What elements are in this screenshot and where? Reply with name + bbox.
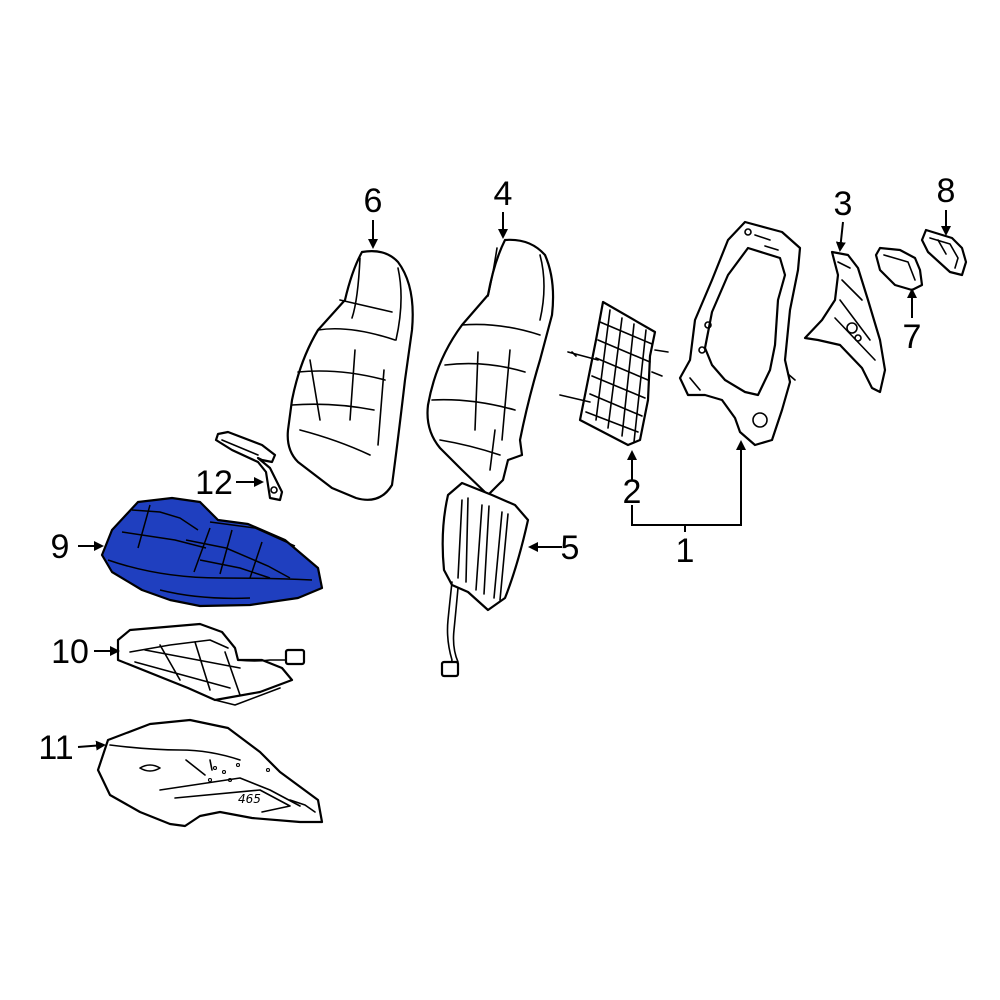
callout-1[interactable]: 1: [676, 532, 695, 570]
part-5-back-heater[interactable]: [440, 481, 530, 678]
part-10-seat-heater[interactable]: [116, 622, 306, 706]
callout-6[interactable]: 6: [364, 182, 383, 220]
callout-4[interactable]: 4: [494, 175, 513, 213]
leader-1: [631, 440, 746, 526]
part-6-seat-back-cover[interactable]: [286, 250, 414, 501]
callout-2[interactable]: 2: [623, 473, 642, 511]
part-3-side-shield[interactable]: [803, 250, 887, 394]
part-1-seat-back-frame[interactable]: [678, 220, 802, 447]
part-11-seat-base[interactable]: 465: [96, 718, 324, 828]
callout-9[interactable]: 9: [51, 528, 70, 566]
cushion-stamp: 465: [238, 792, 261, 806]
callout-11[interactable]: 11: [38, 729, 73, 767]
part-2-lumbar-support[interactable]: [559, 300, 669, 447]
callout-12[interactable]: 12: [195, 464, 233, 502]
callout-7[interactable]: 7: [903, 318, 922, 356]
callout-8[interactable]: 8: [937, 172, 956, 210]
leader-11: [77, 740, 106, 751]
callout-5[interactable]: 5: [561, 529, 580, 567]
part-9-seat-cushion[interactable]: [100, 496, 324, 608]
part-8-trim-cap[interactable]: [920, 228, 968, 277]
callout-3[interactable]: 3: [834, 185, 853, 223]
leader-3: [835, 221, 846, 252]
part-12-bracket[interactable]: [214, 430, 284, 502]
callout-10[interactable]: 10: [51, 633, 89, 671]
part-4-seat-back-cushion[interactable]: [426, 238, 555, 497]
part-7-trim-cap[interactable]: [874, 246, 924, 292]
leader-lines: [77, 210, 951, 751]
callout-labels: 6 4 3 8 7 2 1 5 12 9 10 11: [38, 172, 955, 767]
